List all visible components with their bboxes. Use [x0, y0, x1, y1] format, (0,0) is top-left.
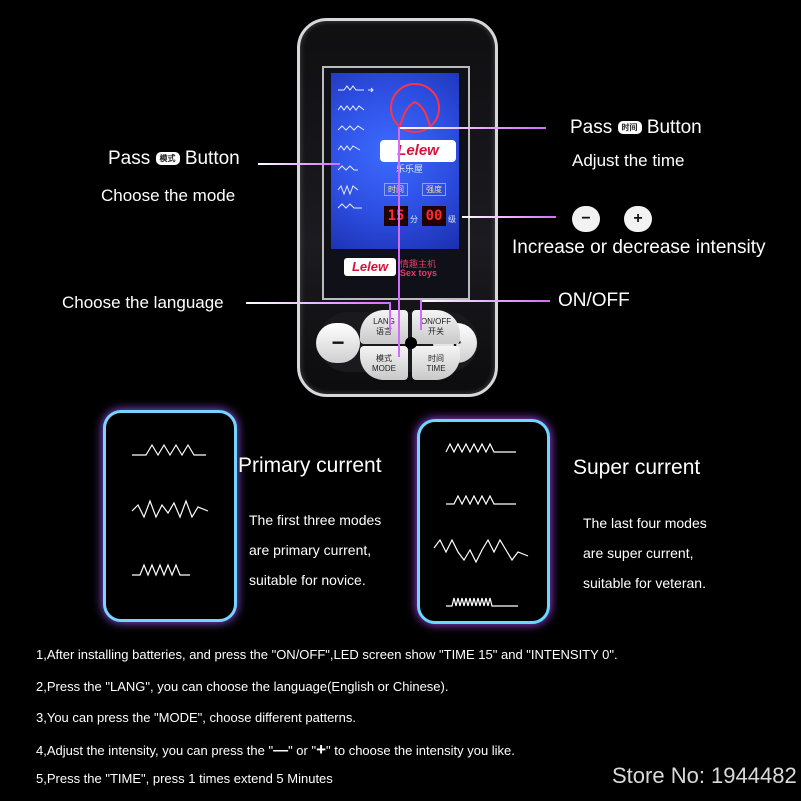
lcd-mode-icons [337, 85, 374, 209]
super-wave-icon-4 [446, 597, 518, 607]
time-button-cn: 时间 [428, 354, 444, 363]
lang-button[interactable]: LANG 语言 [360, 310, 408, 344]
choose-mode-text: Choose the mode [101, 186, 236, 205]
intensity-leader-line [462, 216, 556, 218]
pass-mode-callout: Pass 模式 Button [108, 148, 240, 170]
lcd-intensity-label: 强度 [422, 183, 446, 196]
onoff-leader-line [420, 300, 550, 302]
note-4-part-2: " or " [288, 743, 317, 758]
super-desc-1: The last four modes [583, 515, 707, 531]
mode-leader-line [258, 163, 340, 165]
pass-time-callout: Pass 时间 Button [570, 117, 702, 139]
arrow-icon [368, 87, 374, 93]
minus-button[interactable]: − [316, 323, 360, 363]
lcd-wave-icon-7 [337, 203, 362, 209]
choose-language-text: Choose the language [62, 293, 224, 312]
adjust-time-text: Adjust the time [572, 151, 685, 170]
note-4: 4,Adjust the intensity, you can press th… [36, 740, 515, 760]
note-2: 2,Press the "LANG", you can choose the l… [36, 679, 449, 694]
device-sub-label: Sex toys [400, 268, 438, 278]
center-dot [405, 337, 417, 349]
onoff-text: ON/OFF [558, 290, 630, 311]
onoff-button-cn: 开关 [428, 327, 444, 336]
plus-icon: + [624, 206, 652, 232]
note-1: 1,After installing batteries, and press … [36, 647, 618, 662]
lcd-brand-cn: 乐乐屋 [396, 164, 424, 174]
time-leader-line [398, 127, 546, 129]
onoff-leader-drop [420, 300, 422, 330]
time-tag: 时间 [617, 121, 642, 135]
intensity-text: Increase or decrease intensity [512, 237, 766, 258]
super-desc-3: suitable for veteran. [583, 575, 706, 591]
mode-button-cn: 模式 [376, 354, 392, 363]
lcd-wave-icon-1 [338, 85, 364, 91]
lang-button-en: LANG [373, 317, 395, 326]
lcd-wave-icon-6 [337, 184, 359, 196]
primary-wave-icon-2 [131, 499, 209, 519]
plus-glyph-icon: + [316, 740, 327, 759]
note-4-part-1: 4,Adjust the intensity, you can press th… [36, 743, 274, 758]
lcd-wave-icon-3 [337, 125, 365, 131]
super-wave-icon-2 [446, 494, 516, 506]
super-current-panel [417, 419, 550, 624]
pass-mode-pre: Pass [108, 148, 151, 169]
lcd-time-display: 15 [384, 206, 408, 226]
primary-wave-icons [131, 443, 209, 577]
lcd-brand-logo: Lelew [380, 140, 456, 162]
primary-desc-1: The first three modes [249, 512, 382, 528]
mode-tag: 模式 [155, 152, 180, 166]
lcd-wave-icon-5 [337, 165, 358, 171]
note-5: 5,Press the "TIME", press 1 times extend… [36, 771, 333, 786]
note-4-part-3: " to choose the intensity you like. [326, 743, 515, 758]
primary-desc-2: are primary current, [249, 542, 372, 558]
lcd-intensity-unit: 级 [448, 215, 456, 224]
pass-mode-post: Button [184, 148, 240, 169]
super-wave-icon-3 [433, 538, 529, 564]
time-button-en: TIME [426, 364, 446, 373]
super-desc-2: are super current, [583, 545, 694, 561]
time-leader-drop [398, 127, 400, 357]
onoff-button-en: ON/OFF [420, 317, 452, 326]
primary-current-title: Primary current [238, 454, 382, 477]
super-wave-icons [433, 442, 529, 607]
primary-current-panel [103, 410, 237, 622]
store-watermark: Store No: 1944482 [612, 763, 797, 788]
mode-button[interactable]: 模式 MODE [360, 346, 408, 380]
lcd-body-icon [390, 83, 440, 133]
super-wave-icon-1 [445, 442, 516, 454]
note-3: 3,You can press the "MODE", choose diffe… [36, 710, 356, 725]
lang-button-cn: 语言 [376, 327, 392, 336]
primary-wave-icon-3 [132, 563, 190, 577]
device-model-cn: 情趣主机 [400, 259, 437, 269]
language-leader-line [246, 302, 391, 304]
lcd-wave-icon-2 [337, 105, 365, 111]
device-brand-logo: Lelew [344, 258, 396, 276]
lcd-time-label: 时间 [384, 183, 408, 196]
language-leader-drop [389, 302, 391, 332]
minus-icon: − [572, 206, 600, 232]
minus-glyph-icon: — [273, 742, 289, 759]
primary-wave-icon-1 [132, 443, 206, 457]
super-current-title: Super current [573, 456, 701, 479]
lcd-time-unit: 分 [410, 215, 418, 224]
pass-time-post: Button [646, 117, 702, 138]
lcd-intensity-display: 00 [422, 206, 446, 226]
mode-button-en: MODE [372, 364, 396, 373]
lcd-wave-icon-4 [337, 145, 361, 151]
primary-desc-3: suitable for novice. [249, 572, 366, 588]
pass-time-pre: Pass [570, 117, 613, 138]
